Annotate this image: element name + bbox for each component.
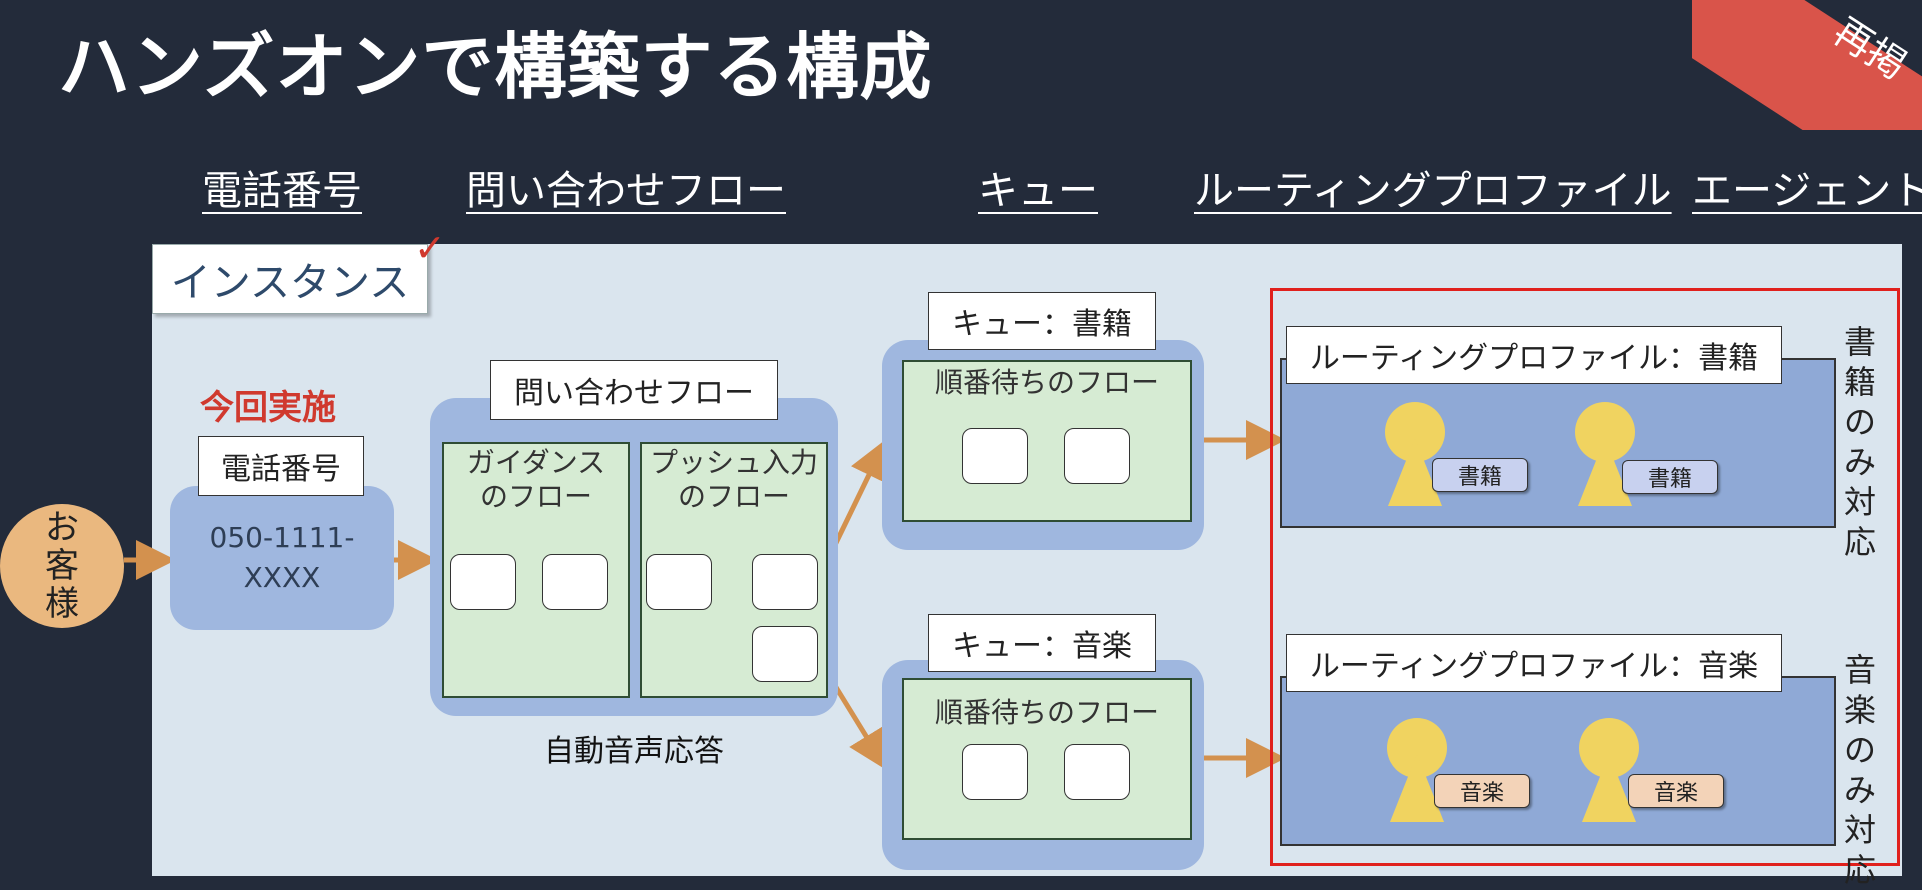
queue-music-node-1	[962, 744, 1028, 800]
guidance-flow-title: ガイダンス のフロー	[442, 446, 630, 514]
note-char: 対	[1843, 811, 1876, 849]
queue-book-label: キュー：書籍	[928, 292, 1156, 350]
queue-book-wait-flow-title: 順番待ちのフロー	[934, 366, 1159, 399]
queue-book-wait-flow	[902, 360, 1192, 522]
queue-music-node-2	[1064, 744, 1130, 800]
customer-node: お 客 様	[0, 504, 124, 628]
customer-char-2: 客	[45, 546, 79, 586]
routing-profile-music-label: ルーティングプロファイル：音楽	[1286, 634, 1782, 692]
customer-char-3: 様	[45, 584, 79, 624]
push-node-1	[646, 554, 712, 610]
routing-profile-book-label: ルーティングプロファイル：書籍	[1286, 326, 1782, 384]
push-node-3	[752, 626, 818, 682]
routing-profile-music-box	[1280, 676, 1836, 846]
note-char: の	[1843, 731, 1876, 769]
phone-number-line1: 050-1111-	[209, 521, 355, 554]
customer-char-1: お	[45, 508, 79, 548]
checkmark-icon: ✓	[414, 226, 446, 270]
push-flow-title-line1: プッシュ入力	[649, 446, 818, 479]
agent-icon	[1575, 402, 1635, 506]
instance-label: インスタンス	[152, 244, 428, 314]
header-agent: エージェント	[1692, 168, 1922, 214]
phone-number-line2: XXXX	[243, 561, 321, 594]
phone-number-value: 050-1111- XXXX	[170, 518, 394, 598]
queue-music-wait-flow-title: 順番待ちのフロー	[934, 696, 1159, 729]
guidance-flow-title-line1: ガイダンス	[466, 446, 606, 479]
note-char: 籍	[1843, 363, 1876, 401]
note-char: み	[1843, 443, 1876, 481]
note-char: 楽	[1843, 691, 1876, 729]
note-char: 応	[1843, 523, 1876, 561]
page-title: ハンズオンで構築する構成	[58, 25, 933, 109]
push-input-flow-title: プッシュ入力 のフロー	[640, 446, 828, 514]
push-flow-title-line2: のフロー	[677, 480, 790, 513]
queue-music-label: キュー：音楽	[928, 614, 1156, 672]
header-routing-profile: ルーティングプロファイル	[1194, 168, 1672, 214]
current-step-note: 今回実施	[200, 388, 336, 428]
queue-book-node-2	[1064, 428, 1130, 484]
phone-number-label: 電話番号	[198, 436, 364, 496]
agent-skill-badge: 書籍	[1622, 460, 1718, 494]
header-phone-number: 電話番号	[202, 168, 362, 214]
note-char: の	[1843, 403, 1876, 441]
agent-icon	[1387, 718, 1447, 822]
agent-skill-badge: 音楽	[1434, 774, 1530, 808]
routing-profile-book-box	[1280, 358, 1836, 528]
guidance-node-1	[450, 554, 516, 610]
agent-skill-badge: 書籍	[1432, 458, 1528, 492]
push-node-2	[752, 554, 818, 610]
queue-book-node-1	[962, 428, 1028, 484]
phone-number-box	[170, 486, 394, 630]
note-char: 音	[1843, 651, 1876, 689]
note-char: 応	[1843, 851, 1876, 889]
guidance-flow-title-line2: のフロー	[479, 480, 592, 513]
routing-profile-music-note: 音 楽 の み 対 応	[1840, 650, 1880, 890]
contact-flow-label: 問い合わせフロー	[490, 360, 778, 420]
routing-profile-highlight	[1270, 288, 1900, 866]
header-contact-flow: 問い合わせフロー	[466, 168, 786, 214]
note-char: み	[1843, 771, 1876, 809]
agent-skill-badge: 音楽	[1628, 774, 1724, 808]
note-char: 対	[1843, 483, 1876, 521]
routing-profile-book-note: 書 籍 の み 対 応	[1840, 322, 1880, 562]
header-queue: キュー	[978, 168, 1098, 214]
agent-icon	[1385, 402, 1445, 506]
ivr-caption: 自動音声応答	[544, 734, 724, 769]
note-char: 書	[1843, 323, 1876, 361]
guidance-node-2	[542, 554, 608, 610]
agent-icon	[1579, 718, 1639, 822]
queue-music-wait-flow	[902, 678, 1192, 840]
